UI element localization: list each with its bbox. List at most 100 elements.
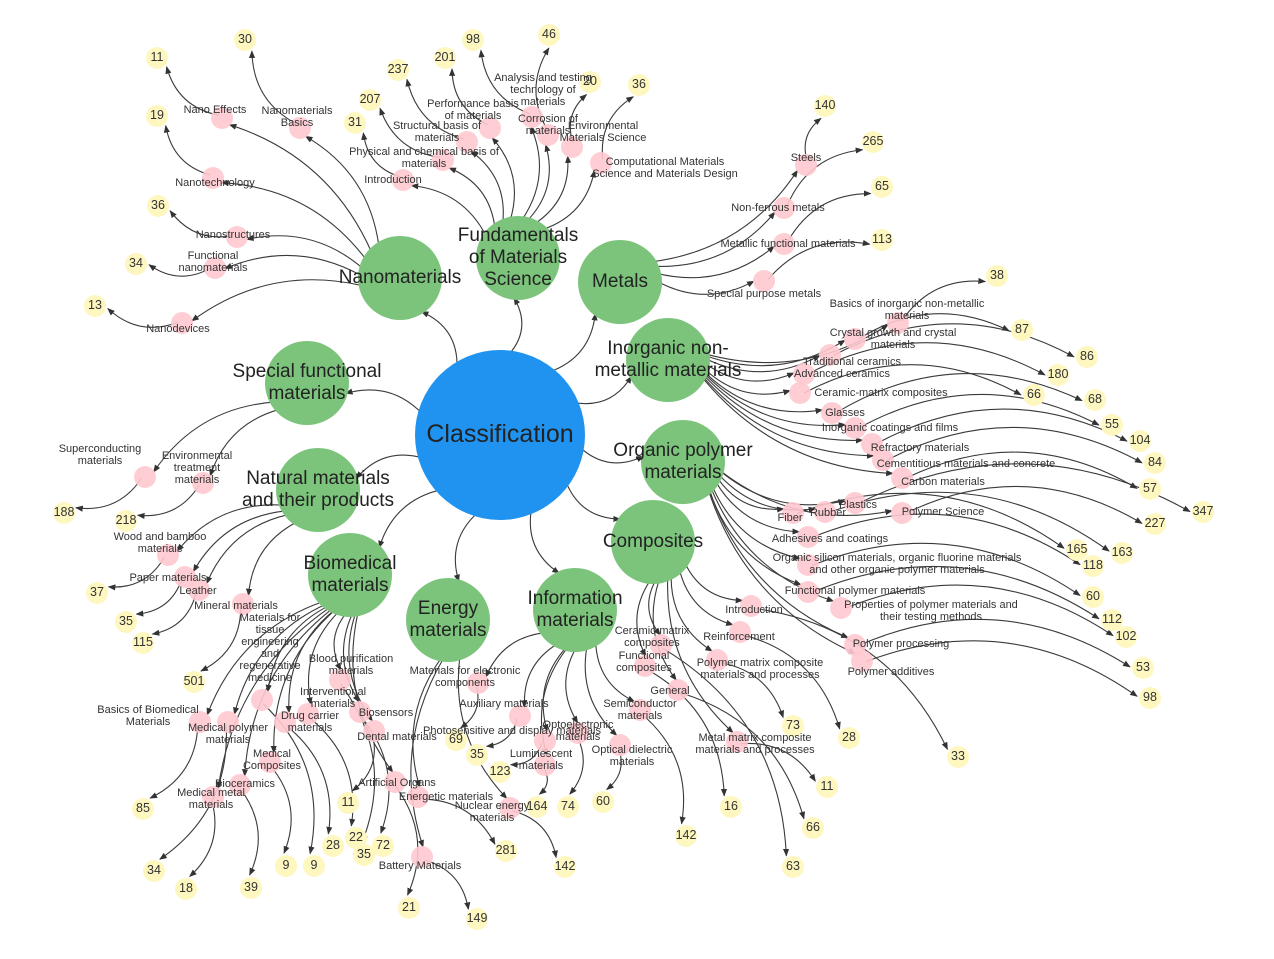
subtopic-node[interactable] <box>782 502 804 524</box>
category-node[interactable] <box>533 568 617 652</box>
category-node[interactable] <box>641 420 725 504</box>
subtopic-node[interactable] <box>407 786 429 808</box>
subtopic-node[interactable] <box>650 634 672 656</box>
subtopic-node[interactable] <box>456 131 478 153</box>
count-label: 72 <box>376 838 390 852</box>
subtopic-node[interactable] <box>844 328 866 350</box>
subtopic-node[interactable] <box>289 117 311 139</box>
category-node[interactable] <box>265 341 349 425</box>
count-badge <box>398 897 420 919</box>
category-node[interactable] <box>276 448 360 532</box>
subtopic-node[interactable] <box>872 449 894 471</box>
subtopic-node[interactable] <box>251 689 273 711</box>
subtopic-to-count-edge <box>163 124 211 176</box>
subtopic-node[interactable] <box>229 774 251 796</box>
category-node[interactable] <box>406 578 490 662</box>
subtopic-node[interactable] <box>844 492 866 514</box>
category-node[interactable] <box>626 318 710 402</box>
subtopic-node[interactable] <box>157 544 179 566</box>
subtopic-node[interactable] <box>729 621 751 643</box>
subtopic-node[interactable] <box>821 402 843 424</box>
category-node[interactable] <box>578 240 662 324</box>
category-node[interactable] <box>308 533 392 617</box>
category-node[interactable] <box>476 216 560 300</box>
subtopic-node[interactable] <box>204 257 226 279</box>
subtopic-node[interactable] <box>793 363 815 385</box>
subtopic-node[interactable] <box>392 169 414 191</box>
subtopic-node[interactable] <box>202 786 224 808</box>
subtopic-node[interactable] <box>590 152 612 174</box>
category-to-subtopic-edge <box>654 211 776 267</box>
subtopic-node[interactable] <box>753 270 775 292</box>
subtopic-node[interactable] <box>499 797 521 819</box>
subtopic-node[interactable] <box>226 226 248 248</box>
subtopic-node[interactable] <box>192 472 214 494</box>
subtopic-node[interactable] <box>134 466 156 488</box>
subtopic-label: Polymer processing <box>853 638 950 650</box>
category-to-subtopic-edge <box>228 123 373 253</box>
subtopic-node[interactable] <box>349 701 371 723</box>
subtopic-node[interactable] <box>259 751 281 773</box>
subtopic-node[interactable] <box>773 197 795 219</box>
subtopic-node[interactable] <box>567 722 589 744</box>
subtopic-node[interactable] <box>887 312 909 334</box>
subtopic-node[interactable] <box>797 526 819 548</box>
subtopic-node[interactable] <box>534 730 556 752</box>
subtopic-node[interactable] <box>861 433 883 455</box>
root-to-category-edge <box>507 297 523 356</box>
subtopic-node[interactable] <box>384 771 406 793</box>
count-label: 11 <box>151 50 164 64</box>
subtopic-node[interactable] <box>211 107 233 129</box>
category-node[interactable] <box>611 500 695 584</box>
subtopic-node[interactable] <box>609 734 631 756</box>
subtopic-node[interactable] <box>171 312 193 334</box>
subtopic-node[interactable] <box>411 846 433 868</box>
subtopic-node[interactable] <box>274 711 296 733</box>
subtopic-node[interactable] <box>561 136 583 158</box>
category-to-subtopic-edge <box>648 579 661 636</box>
subtopic-node[interactable] <box>797 554 819 576</box>
subtopic-node[interactable] <box>891 467 913 489</box>
subtopic-node[interactable] <box>521 106 543 128</box>
subtopic-node[interactable] <box>217 711 239 733</box>
subtopic-to-count-edge <box>270 765 292 854</box>
subtopic-node[interactable] <box>174 566 196 588</box>
category-node[interactable] <box>358 236 442 320</box>
subtopic-node[interactable] <box>329 669 351 691</box>
subtopic-node[interactable] <box>189 711 211 733</box>
subtopic-node[interactable] <box>773 233 795 255</box>
count-label: 35 <box>357 847 371 861</box>
subtopic-node[interactable] <box>467 672 489 694</box>
subtopic-node[interactable] <box>706 649 728 671</box>
root-node[interactable] <box>415 350 585 520</box>
subtopic-label: Adhesives and coatings <box>772 533 889 545</box>
subtopic-node[interactable] <box>819 344 841 366</box>
subtopic-node[interactable] <box>844 417 866 439</box>
subtopic-node[interactable] <box>797 581 819 603</box>
subtopic-node[interactable] <box>188 579 210 601</box>
subtopic-node[interactable] <box>537 124 559 146</box>
subtopic-label: Introduction <box>725 604 782 616</box>
subtopic-node[interactable] <box>795 154 817 176</box>
subtopic-node[interactable] <box>629 699 651 721</box>
subtopic-node[interactable] <box>740 595 762 617</box>
subtopic-node[interactable] <box>479 117 501 139</box>
subtopic-node[interactable] <box>297 703 319 725</box>
subtopic-node[interactable] <box>726 731 748 753</box>
category-to-subtopic-edge <box>206 601 324 716</box>
subtopic-node[interactable] <box>432 149 454 171</box>
subtopic-node[interactable] <box>363 720 385 742</box>
subtopic-node[interactable] <box>891 502 913 524</box>
subtopic-node[interactable] <box>830 597 852 619</box>
subtopic-node[interactable] <box>667 679 689 701</box>
subtopic-node[interactable] <box>789 382 811 404</box>
subtopic-node[interactable] <box>232 593 254 615</box>
subtopic-node[interactable] <box>202 167 224 189</box>
count-label: 63 <box>786 859 800 873</box>
subtopic-node[interactable] <box>534 754 556 776</box>
count-badge <box>554 856 576 878</box>
subtopic-node[interactable] <box>814 501 836 523</box>
subtopic-node[interactable] <box>851 650 873 672</box>
subtopic-node[interactable] <box>634 655 656 677</box>
subtopic-node[interactable] <box>509 705 531 727</box>
